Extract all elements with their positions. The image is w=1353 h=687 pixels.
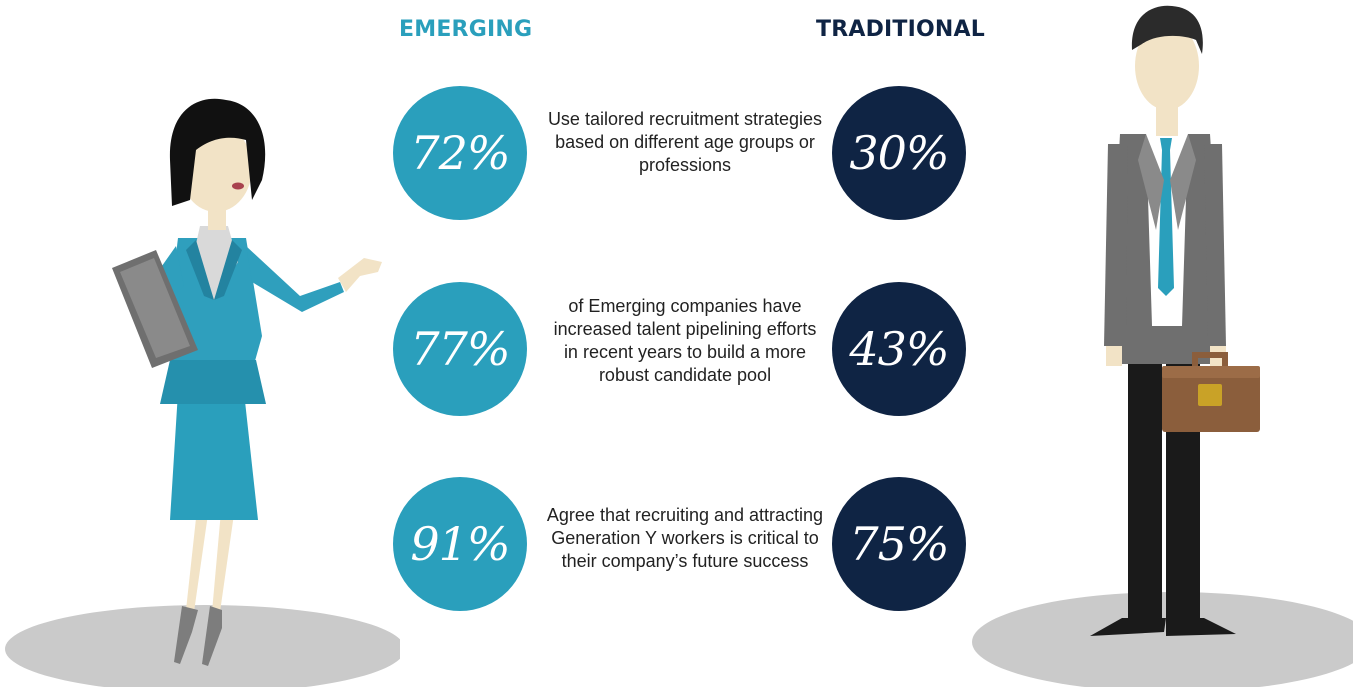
emerging-stat-value: 91% (410, 517, 510, 571)
column-heading-emerging: EMERGING (399, 17, 533, 42)
emerging-stat-circle: 77% (393, 282, 527, 416)
emerging-stat-value: 77% (410, 322, 510, 376)
emerging-stat-value: 72% (410, 126, 510, 180)
floor-shadow-right (972, 592, 1353, 687)
emerging-stat-circle: 91% (393, 477, 527, 611)
traditional-stat-circle: 30% (832, 86, 966, 220)
businessman-illustration (960, 0, 1353, 687)
stat-description: Use tailored recruitment strategies base… (547, 109, 823, 175)
businesswoman-illustration (0, 0, 400, 687)
stat-description: of Emerging companies have increased tal… (553, 296, 817, 385)
traditional-stat-value: 75% (849, 517, 949, 571)
traditional-stat-circle: 75% (832, 477, 966, 611)
traditional-stat-value: 43% (849, 322, 949, 376)
stat-description: Agree that recruiting and attracting Gen… (546, 505, 824, 571)
traditional-stat-value: 30% (849, 126, 949, 180)
traditional-stat-circle: 43% (832, 282, 966, 416)
floor-shadow-left (5, 605, 400, 687)
column-heading-traditional: TRADITIONAL (816, 17, 985, 42)
emerging-stat-circle: 72% (393, 86, 527, 220)
